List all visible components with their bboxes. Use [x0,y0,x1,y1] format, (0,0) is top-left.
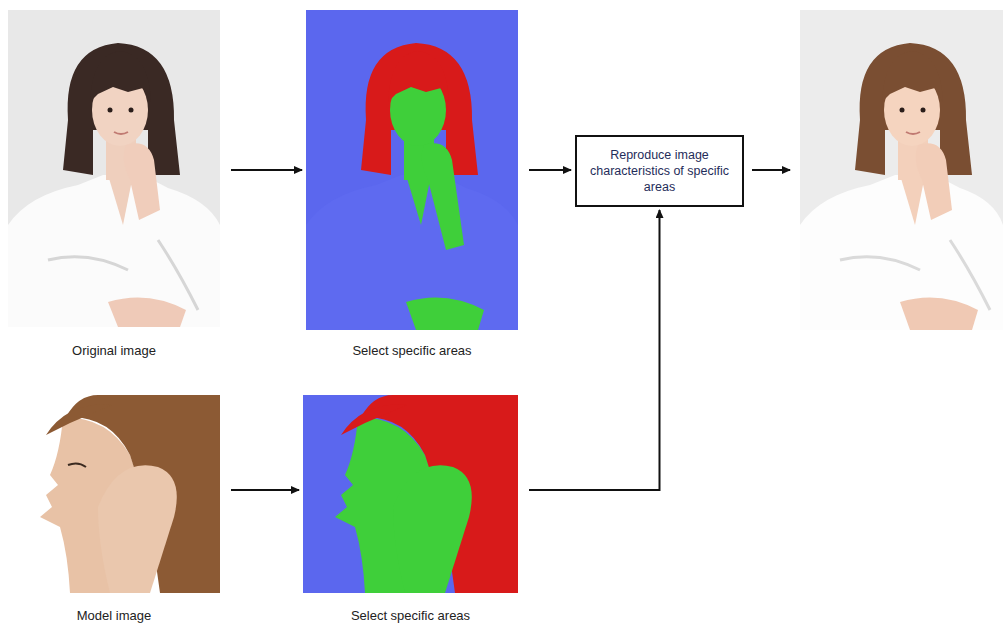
image-area [306,10,518,330]
image-area [8,10,220,327]
segmentation-map [306,10,518,330]
image-caption: Select specific areas [303,608,518,623]
flow-arrow [529,210,660,490]
image-area [8,395,220,593]
flow-arrow [529,169,571,171]
flow-arrow [231,169,302,171]
image-panel: Select specific areas [303,395,518,623]
image-caption: Model image [8,608,220,623]
image-area [303,395,518,593]
process-box: Reproduce image characteristics of speci… [575,135,744,207]
original-photo [8,10,220,327]
box-label: Reproduce image characteristics of speci… [587,147,732,196]
result-photo [800,10,1003,330]
image-caption: Original image [8,343,220,358]
image-panel: Original image [8,10,220,358]
image-panel: Model image [8,395,220,623]
output-arrow [752,169,790,171]
image-caption: Select specific areas [306,343,518,358]
segmentation-map [303,395,518,593]
flow-arrow [231,489,299,491]
model-photo [8,395,220,593]
image-panel: Select specific areas [306,10,518,358]
